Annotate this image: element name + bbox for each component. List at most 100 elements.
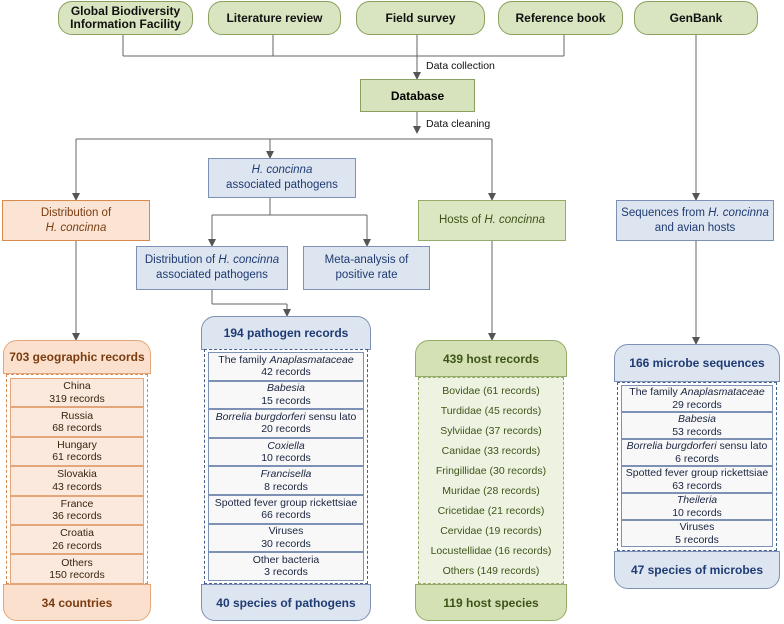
- pathogen-item-taxon: Babesia: [267, 382, 305, 395]
- distribution-pathogens-box: Distribution of H. concinna associated pa…: [136, 246, 288, 290]
- pathogen-item-name: The family Anaplasmataceae: [209, 354, 363, 367]
- pathogen-item-name: Spotted fever group rickettsiae: [209, 497, 363, 510]
- microbe-item-count: 63 records: [672, 479, 722, 492]
- geo-item-name: Hungary: [57, 438, 97, 451]
- pathogen-item-count: 20 records: [261, 423, 311, 436]
- microbes-head-label: 166 microbe sequences: [629, 356, 765, 370]
- host-item: Cervidae (19 records): [440, 525, 542, 537]
- microbes-foot: 47 species of microbes: [614, 551, 780, 589]
- geo-item-count: 43 records: [52, 480, 102, 493]
- hosts-foot: 119 host species: [415, 584, 567, 621]
- pathogen-item-name: Coxiella: [209, 440, 363, 453]
- host-item: Cricetidae (21 records): [437, 505, 545, 517]
- microbe-item-name: Theileria: [622, 494, 772, 507]
- pathogen-item-text: sensu lato: [305, 410, 357, 423]
- microbes-foot-label: 47 species of microbes: [630, 563, 764, 577]
- pathogen-item-count: 10 records: [261, 452, 311, 465]
- source-reference-label: Reference book: [515, 10, 606, 25]
- pathogen-foot: 40 species of pathogens: [201, 584, 371, 621]
- pathogen-item-name: Babesia: [209, 382, 363, 395]
- microbe-item-count: 5 records: [675, 533, 719, 546]
- hosts-head: 439 host records: [415, 340, 567, 377]
- pathogen-head-label: 194 pathogen records: [223, 326, 349, 340]
- hosts-head-label: 439 host records: [442, 351, 540, 366]
- geo-item-count: 150 records: [49, 569, 105, 582]
- hosts-species: H. concinna: [484, 214, 546, 226]
- microbe-item-taxon: Anaplasmataceae: [680, 386, 765, 398]
- source-gbif-label: Global Biodiversity Information Facility: [70, 4, 181, 31]
- geo-item-name: Russia: [60, 409, 94, 422]
- host-item: Others (149 records): [442, 565, 540, 577]
- meta-line2: positive rate: [335, 269, 398, 281]
- source-literature-label: Literature review: [226, 10, 323, 25]
- pathogen-item-name: Borrelia burgdorferi sensu lato: [209, 411, 363, 424]
- meta-analysis-box: Meta-analysis of positive rate: [303, 246, 430, 290]
- source-genbank-label: GenBank: [669, 10, 723, 25]
- geo-item-count: 26 records: [52, 539, 102, 552]
- hosts-text: Hosts of: [438, 214, 482, 226]
- source-reference-book: Reference book: [498, 1, 623, 35]
- source-genbank: GenBank: [634, 1, 758, 35]
- geo-foot: 34 countries: [3, 584, 151, 621]
- geo-head: 703 geographic records: [3, 340, 151, 374]
- pathogen-item-count: 30 records: [261, 537, 311, 550]
- pathogen-item-taxon: Anaplasmataceae: [269, 353, 354, 366]
- pathogen-item-count: 8 records: [264, 480, 308, 493]
- pathogens-species: H. concinna: [251, 164, 313, 176]
- microbe-item-count: 10 records: [672, 506, 722, 519]
- microbe-item-name: Babesia: [622, 413, 772, 426]
- geo-item-name: Slovakia: [57, 468, 97, 481]
- pathogen-foot-label: 40 species of pathogens: [216, 595, 356, 610]
- hosts-items: Bovidae (61 records)Turdidae (45 records…: [418, 381, 564, 581]
- sequences-text: Sequences from: [621, 206, 705, 219]
- host-item: Canidae (33 records): [441, 445, 541, 457]
- microbe-item-name: The family Anaplasmataceae: [622, 386, 772, 399]
- geo-head-label: 703 geographic records: [9, 350, 145, 364]
- sequences-text-2: and avian hosts: [654, 221, 736, 234]
- microbes-head: 166 microbe sequences: [614, 344, 780, 382]
- database-box: Database: [360, 79, 475, 112]
- data-collection-label: Data collection: [424, 60, 497, 72]
- geo-item-count: 68 records: [52, 422, 102, 435]
- pathogen-item-count: 3 records: [264, 566, 308, 579]
- microbe-item-text: The family: [629, 386, 681, 398]
- meta-line1: Meta-analysis of: [324, 254, 409, 266]
- geo-foot-label: 34 countries: [41, 595, 113, 610]
- dist-path-text-2: associated pathogens: [156, 269, 268, 281]
- microbe-item-taxon: Theileria: [676, 494, 718, 506]
- microbe-item-text: Spotted fever group rickettsiae: [625, 467, 769, 479]
- hosts-box: Hosts of H. concinna: [418, 200, 566, 241]
- microbe-item-count: 29 records: [672, 398, 722, 411]
- dist-path-text: Distribution of: [144, 254, 216, 266]
- microbe-item-count: 53 records: [672, 425, 722, 438]
- source-gbif: Global Biodiversity Information Facility: [58, 1, 193, 35]
- hosts-foot-label: 119 host species: [443, 595, 539, 610]
- hosts-list: [418, 377, 564, 584]
- host-item: Fringillidae (30 records): [435, 465, 547, 477]
- dist-path-species: H. concinna: [218, 254, 280, 266]
- pathogen-item-taxon: Borrelia burgdorferi: [215, 410, 306, 423]
- geo-item-count: 36 records: [52, 510, 102, 523]
- pathogen-item-count: 66 records: [261, 509, 311, 522]
